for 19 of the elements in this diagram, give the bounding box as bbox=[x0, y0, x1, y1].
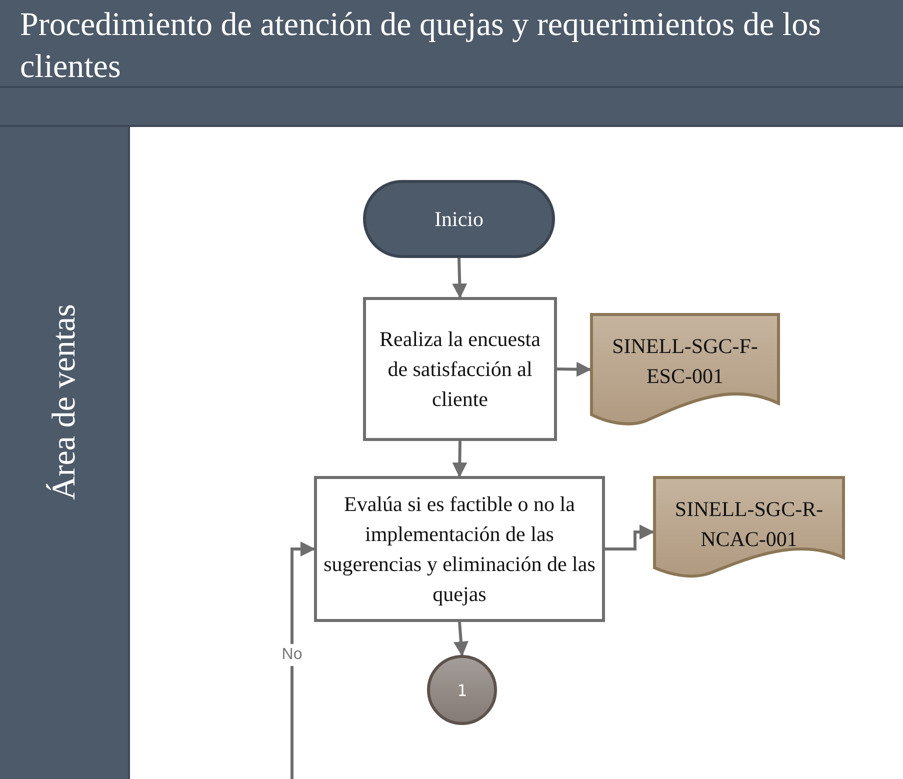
title: Procedimiento de atención de quejas y requerimientos de los clientes bbox=[19, 6, 822, 87]
arrow bbox=[556, 362, 592, 377]
document-shape bbox=[653, 476, 845, 578]
node-text: SINELL-SGC-F-ESC-001 bbox=[611, 333, 759, 390]
document-shape bbox=[590, 313, 780, 426]
node-text: Inicio bbox=[434, 206, 484, 232]
arrow bbox=[452, 440, 468, 478]
arrow bbox=[605, 524, 654, 550]
arrow bbox=[454, 622, 468, 656]
lane-label: Área de ventas bbox=[46, 304, 84, 500]
arrow bbox=[290, 542, 316, 779]
process-box bbox=[314, 476, 605, 622]
arrow bbox=[452, 258, 468, 298]
node-text: 1 bbox=[457, 680, 467, 700]
process-box bbox=[363, 297, 557, 441]
node-text: Evalúa si es factible o no la implementación de las sugerencias y eliminación de las quejas bbox=[323, 491, 596, 608]
node-text: SINELL-SGC-R-NCAC-001 bbox=[674, 496, 824, 553]
edge-label: No bbox=[282, 644, 302, 666]
node-text: Realiza la encuesta de satisfacción al cliente bbox=[378, 326, 542, 413]
